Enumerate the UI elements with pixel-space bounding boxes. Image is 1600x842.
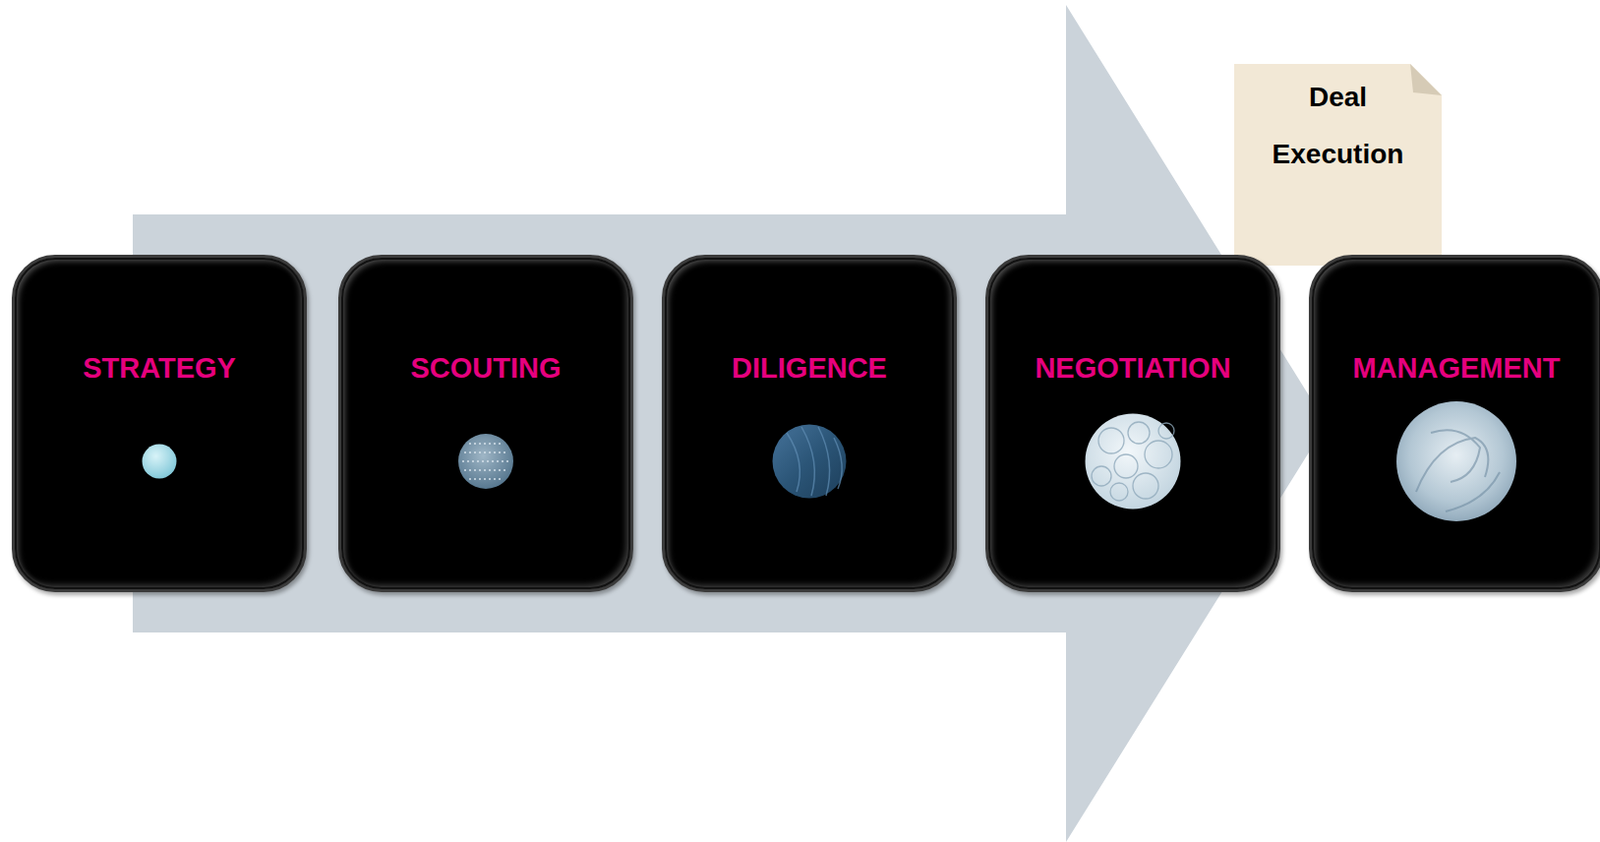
image-circle [1396,401,1517,522]
process-box: SCOUTING [338,254,634,593]
stage-label: STRATEGY [14,352,304,385]
image-circle [458,433,514,489]
image-circle [772,424,847,499]
image-circle [142,444,178,479]
note-text: Deal Execution [1259,68,1418,183]
note-box: Deal Execution [1234,63,1442,266]
stage-label: DILIGENCE [664,352,954,385]
process-box: MANAGEMENT [1308,254,1600,593]
process-box: STRATEGY [11,254,307,593]
note-fold [1410,63,1442,96]
image-circle [1085,414,1182,510]
note-paper [1234,63,1442,266]
stage-label: MANAGEMENT [1311,352,1600,385]
arrow-shape [132,4,1327,842]
process-box: NEGOTIATION [985,254,1281,593]
process-box: DILIGENCE [661,254,957,593]
stage-label: SCOUTING [341,352,631,385]
stage-label: NEGOTIATION [988,352,1278,385]
